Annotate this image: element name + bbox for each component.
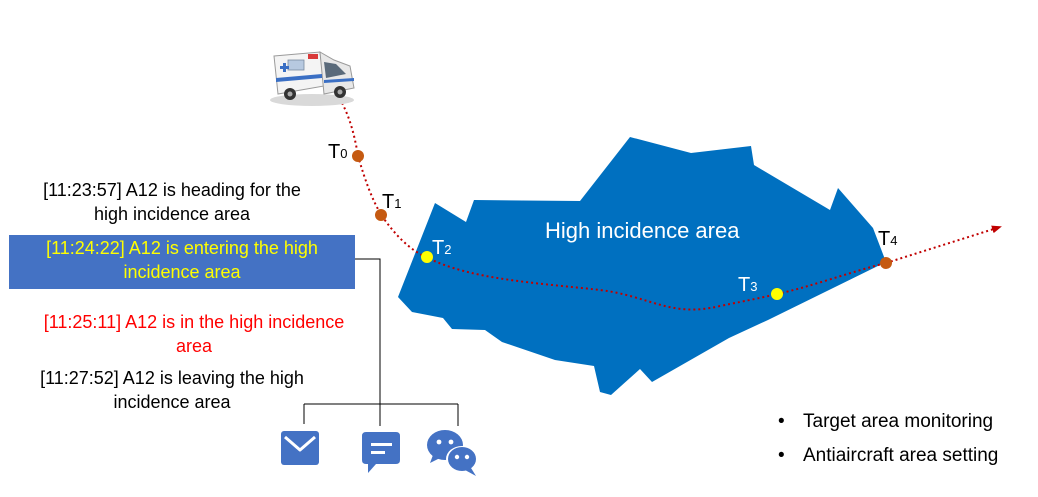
- track-exit-arrow: [885, 225, 1002, 264]
- ambulance-icon: [270, 51, 355, 106]
- area-label: High incidence area: [545, 218, 740, 243]
- message-icon[interactable]: [362, 432, 400, 473]
- point-t2: [421, 251, 433, 263]
- label-t0: T0: [328, 141, 347, 163]
- point-t3: [771, 288, 783, 300]
- label-t2: T2: [432, 237, 451, 259]
- mail-icon[interactable]: [281, 431, 319, 465]
- event-message-entering: [11:24:22] A12 is entering the high inci…: [46, 238, 318, 282]
- highlight-box: [9, 235, 355, 289]
- event-message-leaving: [11:27:52] A12 is leaving the high incid…: [40, 368, 304, 412]
- event-message-inside: [11:25:11] A12 is in the high incidence …: [43, 312, 345, 356]
- point-t0: [352, 150, 364, 162]
- label-t3: T3: [738, 274, 757, 296]
- event-message-heading: [11:23:57] A12 is heading for the high i…: [43, 180, 301, 224]
- point-t1: [375, 209, 387, 221]
- notify-connector: [303, 258, 459, 426]
- point-t4: [880, 257, 892, 269]
- wechat-icon[interactable]: [427, 430, 478, 476]
- feature-item: Target area monitoring: [778, 405, 998, 439]
- label-t1: T1: [382, 191, 401, 213]
- high-incidence-area: [398, 137, 886, 395]
- feature-list: Target area monitoring Antiaircraft area…: [778, 405, 998, 473]
- feature-item: Antiaircraft area setting: [778, 439, 998, 473]
- label-t4: T4: [878, 228, 897, 250]
